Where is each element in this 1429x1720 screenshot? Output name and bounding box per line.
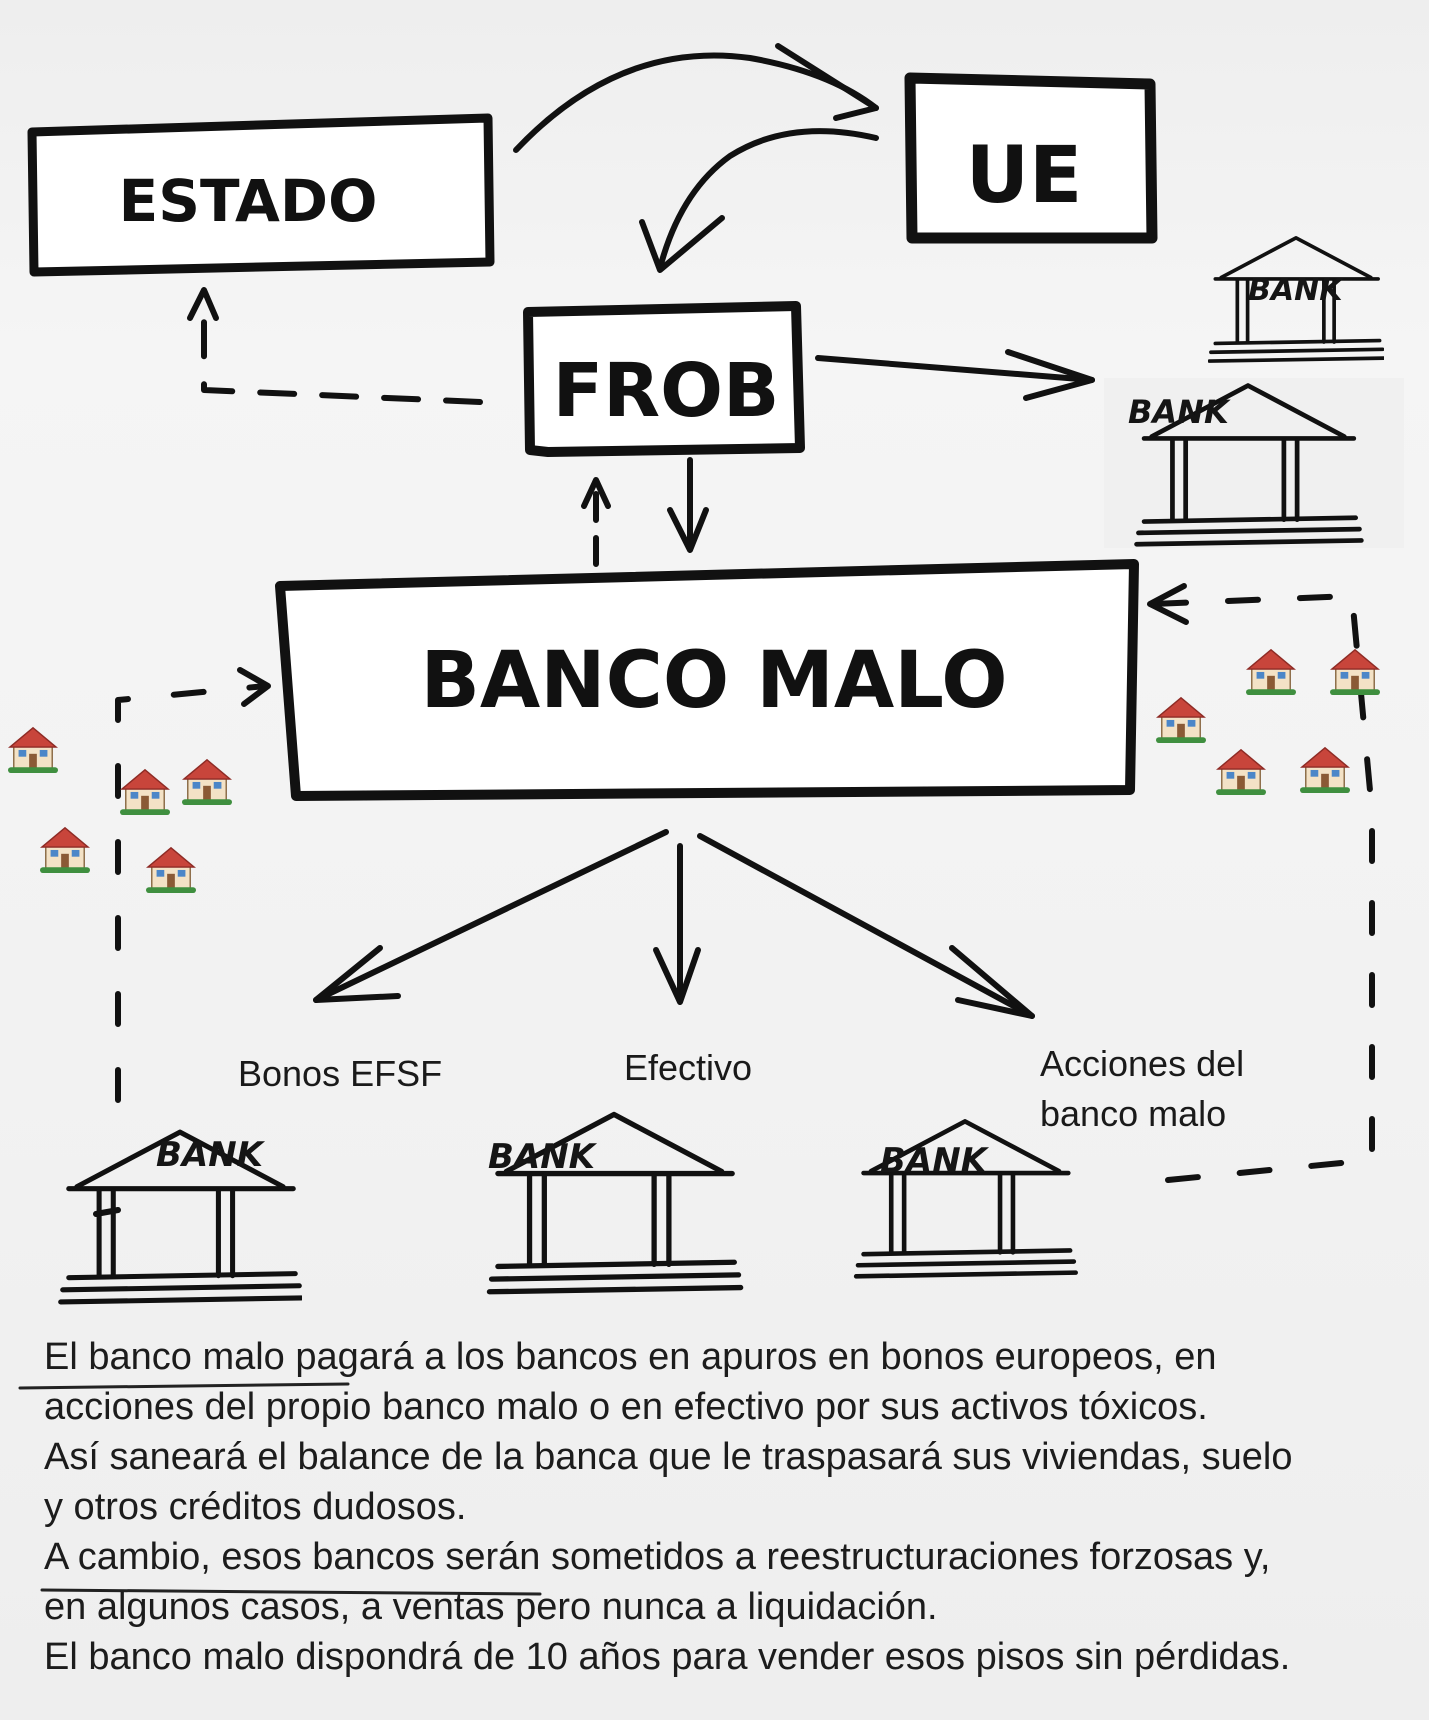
banco-malo-to-bonos-arrow (313, 829, 669, 1003)
ue-box: UE (904, 72, 1158, 244)
efectivo-label: Efectivo (624, 1047, 752, 1088)
house-icon (8, 727, 58, 774)
estado-to-ue-arrow (513, 43, 879, 153)
ue-to-frob-arrow (639, 128, 879, 273)
bank-label: BANK (880, 1141, 990, 1181)
house-icon (1156, 697, 1206, 744)
bank-label: BANK (156, 1135, 266, 1175)
acciones-label-line1: Acciones del (1040, 1043, 1244, 1084)
house-icon (1330, 649, 1380, 696)
bonos-efsf-label: Bonos EFSF (238, 1053, 442, 1094)
banco-malo-to-efectivo-arrow (653, 843, 701, 1005)
caption-line: A cambio, esos bancos serán sometidos a … (44, 1536, 1271, 1578)
house-icon (1300, 747, 1350, 794)
banco-malo-to-acciones-arrow (697, 833, 1035, 1019)
house-icon (40, 827, 90, 874)
bank-label: BANK (488, 1137, 598, 1177)
house-icon (120, 769, 170, 816)
bank-building-bottom-right: BANK (856, 1121, 1075, 1276)
frob-to-banks-arrow (815, 349, 1095, 401)
caption-underlines (18, 1382, 542, 1596)
banco-malo-box: BANCO MALO (275, 559, 1139, 801)
caption-line: y otros créditos dudosos. (44, 1486, 467, 1528)
frob-label: FROB (553, 348, 780, 434)
banco-malo-to-frob-dashed-arrow (581, 477, 611, 567)
banco-malo-label: BANCO MALO (420, 636, 1007, 726)
caption-text: El banco malo pagará a los bancos en apu… (44, 1332, 1414, 1682)
bank-building-top-right-front: BANK (1104, 378, 1404, 548)
caption-line: en algunos casos, a ventas pero nunca a … (44, 1586, 938, 1628)
bank-label: BANK (1128, 393, 1231, 431)
ue-label: UE (966, 131, 1083, 221)
house-icon (182, 759, 232, 806)
frob-to-estado-dashed-arrow (187, 287, 483, 405)
right-dashed-loop-arrow (1147, 583, 1375, 1183)
estado-box: ESTADO (27, 113, 495, 277)
caption-line: El banco malo pagará a los bancos en apu… (44, 1336, 1217, 1378)
caption-line: Así saneará el balance de la banca que l… (44, 1436, 1293, 1478)
frob-to-banco-malo-arrow (667, 457, 709, 553)
house-icon (146, 847, 196, 894)
estado-label: ESTADO (119, 167, 378, 235)
bank-label: BANK (1248, 273, 1345, 308)
frob-box: FROB (523, 301, 805, 457)
bank-building-bottom-center: BANK (488, 1114, 741, 1291)
caption-line: acciones del propio banco malo o en efec… (44, 1386, 1208, 1428)
bank-building-top-right-back: BANK (1208, 236, 1384, 363)
bank-building-bottom-left: BANK (61, 1132, 302, 1302)
house-icon (1216, 749, 1266, 796)
caption-line: El banco malo dispondrá de 10 años para … (44, 1636, 1291, 1678)
acciones-label-line2: banco malo (1040, 1093, 1226, 1134)
house-icon (1246, 649, 1296, 696)
